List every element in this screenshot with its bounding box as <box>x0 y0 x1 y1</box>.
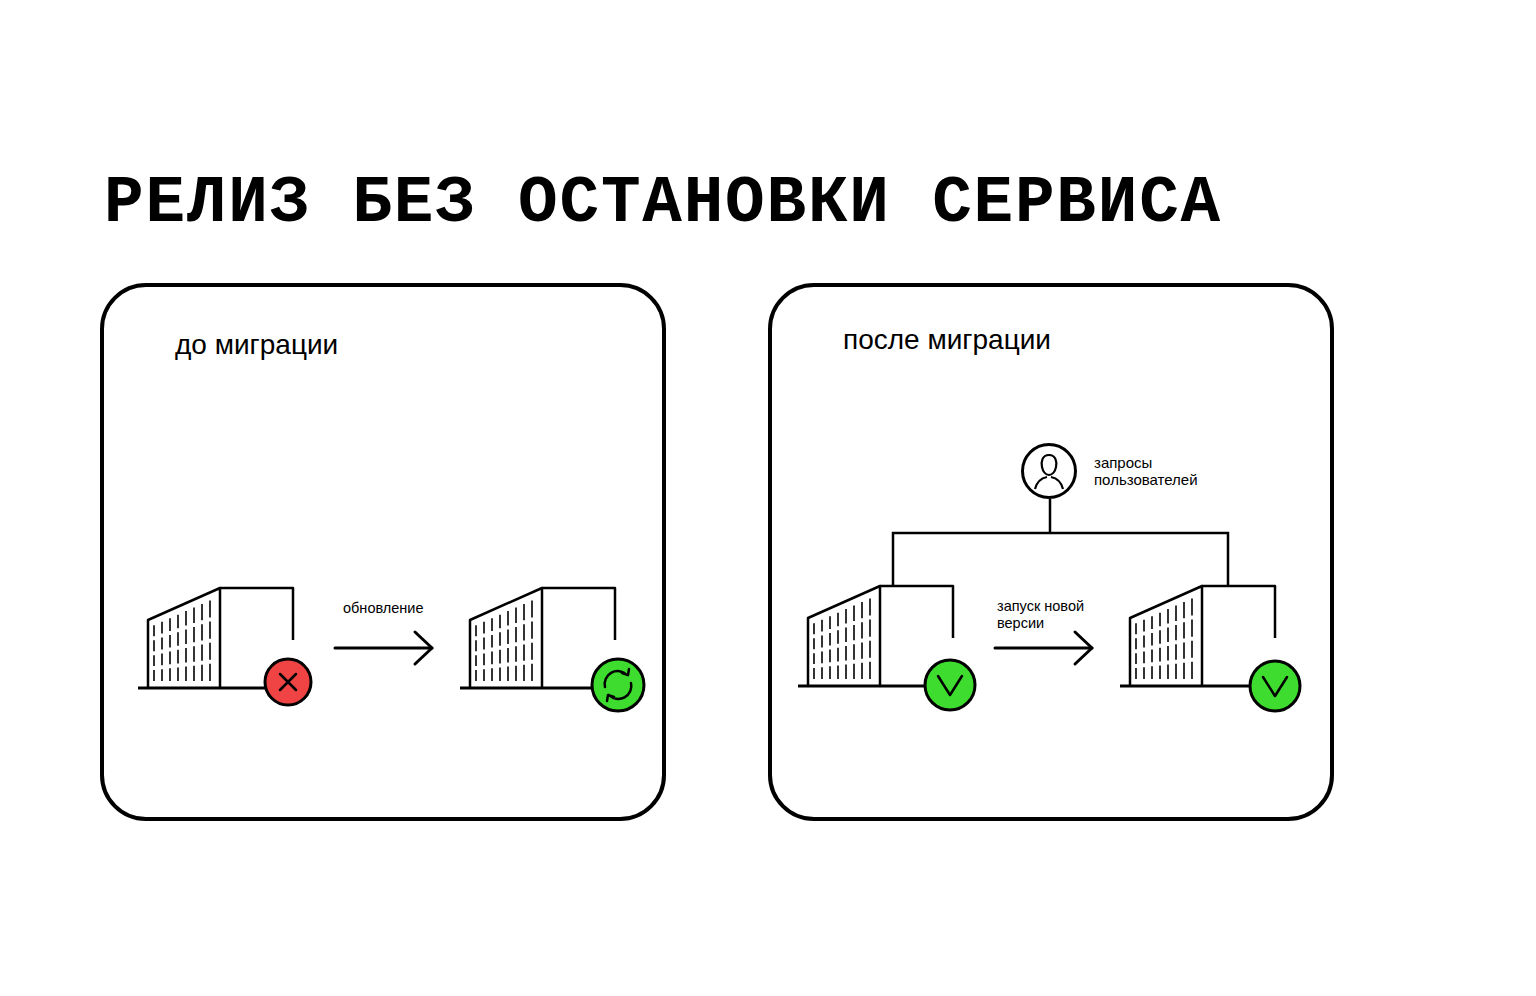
error-badge <box>265 659 311 705</box>
ok-badge <box>1250 661 1300 711</box>
stage-panel: до миграции <box>100 283 666 821</box>
flow-arrow <box>335 632 432 664</box>
page-title: РЕЛИЗ БЕЗ ОСТАНОВКИ СЕРВИСА <box>104 168 1222 241</box>
flow-arrow <box>995 632 1092 664</box>
node-label: запросы пользователей <box>1094 454 1219 489</box>
arrow-label: обновление <box>343 600 453 617</box>
user-icon <box>1020 442 1078 500</box>
request-lines <box>893 499 1228 585</box>
panel-heading: до миграции <box>175 329 338 361</box>
panel-heading: после миграции <box>843 324 1051 356</box>
stage-panel: после миграции запросы пользователей <box>768 283 1334 821</box>
user-node: запросы пользователей <box>1020 442 1219 500</box>
refresh-badge <box>592 659 644 711</box>
ok-badge <box>925 660 975 710</box>
arrow-label: запуск новой версии <box>997 598 1121 631</box>
